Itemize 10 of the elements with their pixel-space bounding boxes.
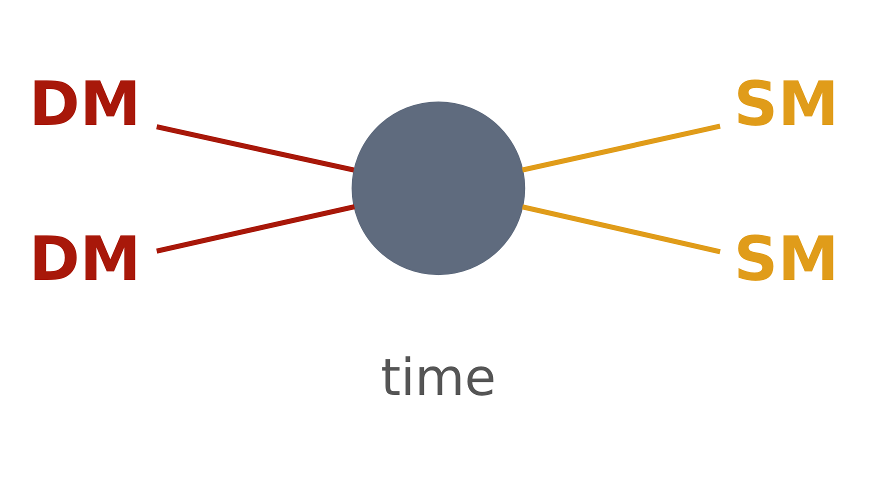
- node-circle: [352, 101, 526, 276]
- connector: [156, 124, 354, 173]
- connector: [522, 204, 721, 254]
- node-text: SM: [734, 68, 839, 140]
- node-text: SM: [734, 224, 839, 295]
- node-text: DM: [29, 224, 141, 295]
- label: time: [380, 349, 496, 408]
- connector: [522, 124, 721, 172]
- connector: [156, 204, 355, 254]
- node-text: DM: [29, 68, 141, 140]
